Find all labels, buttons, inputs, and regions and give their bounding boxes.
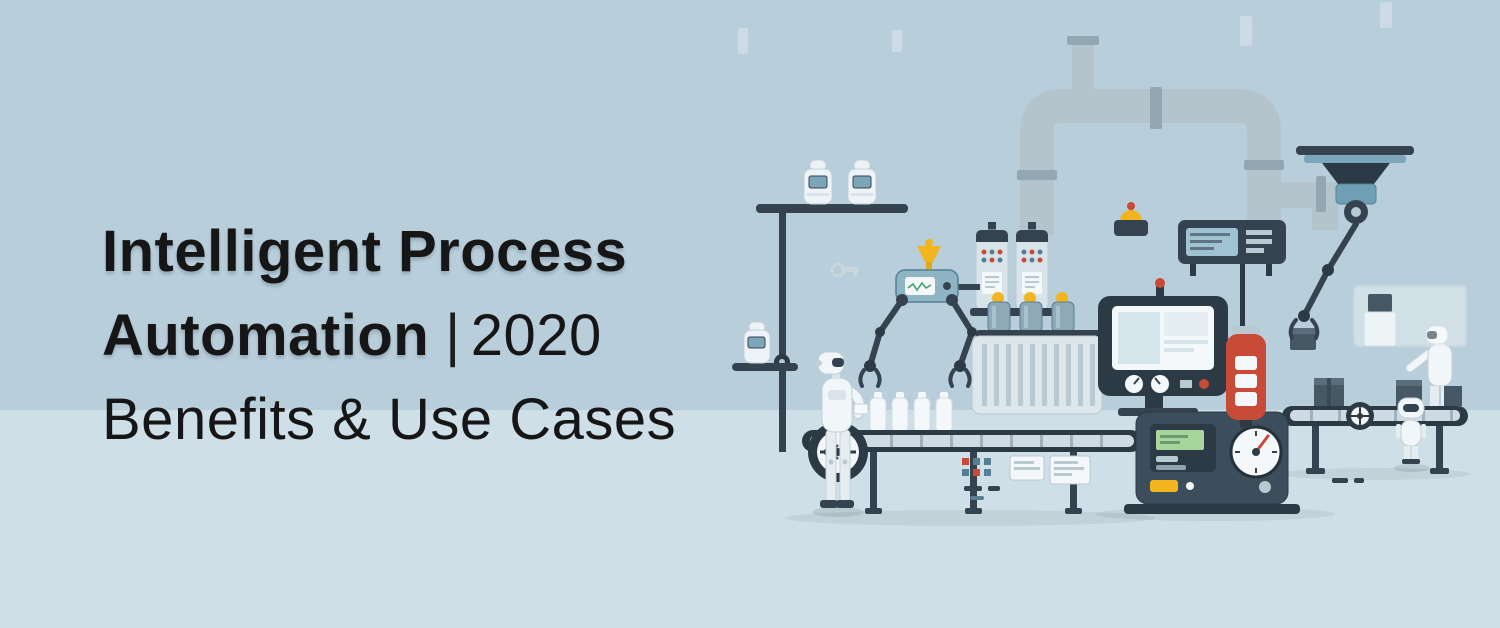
- control-towers-icon: [970, 222, 1054, 316]
- robotic-arm-icon: [830, 239, 980, 388]
- left-conveyor-icon: [802, 392, 1142, 514]
- striped-machine-icon: [971, 292, 1103, 415]
- beacon-light-icon: [1114, 202, 1148, 236]
- under-belt-panel: [962, 455, 1091, 500]
- ground-shadows: [785, 468, 1470, 526]
- worker-robot-icon: [1405, 325, 1453, 416]
- wall-panels: [738, 2, 1392, 54]
- title-line-2-emphasis: Automation: [102, 303, 430, 368]
- red-scanner-icon: [1226, 326, 1266, 428]
- humanoid-robot-icon: [812, 351, 869, 517]
- title-year: 2020: [470, 303, 602, 368]
- small-floor-robot-icon: [1394, 397, 1430, 472]
- bottles: [869, 392, 953, 433]
- title-line-2: Automation|2020: [102, 294, 676, 378]
- automation-illustration: [732, 2, 1470, 526]
- shelf-robot-icon: [803, 159, 833, 205]
- shelf-robots: [732, 159, 908, 452]
- right-conveyor-icon: [1282, 285, 1468, 483]
- shelf-robot-icon: [743, 321, 771, 364]
- control-console-icon: [1178, 220, 1286, 336]
- pipes-icon: [1017, 36, 1338, 235]
- gauge-machine-icon: [1124, 411, 1300, 514]
- overhead-crane-icon: [1288, 146, 1414, 350]
- monitor-machine-icon: [1098, 278, 1228, 416]
- page-title: Intelligent Process Automation|2020 Bene…: [102, 210, 676, 462]
- shelf-robot-icon: [847, 159, 877, 205]
- title-separator: |: [445, 303, 461, 368]
- wrench-icon: [830, 262, 858, 278]
- title-line-1: Intelligent Process: [102, 219, 628, 284]
- title-line-3: Benefits & Use Cases: [102, 387, 677, 452]
- belt-wheel-icon: [1346, 402, 1374, 430]
